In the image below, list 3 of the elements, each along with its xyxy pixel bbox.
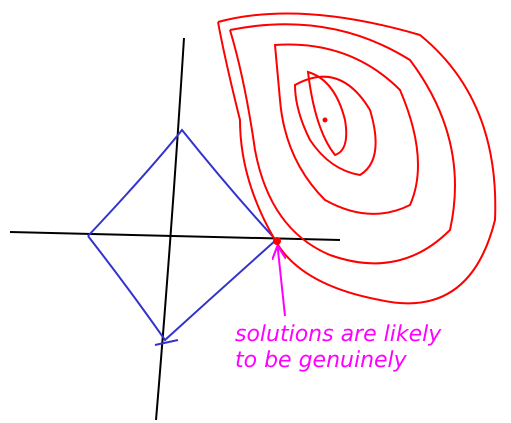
arrow [270, 244, 287, 316]
solution-point [273, 237, 281, 245]
annotation-text: solutions are likely to be genuinely [235, 322, 465, 374]
